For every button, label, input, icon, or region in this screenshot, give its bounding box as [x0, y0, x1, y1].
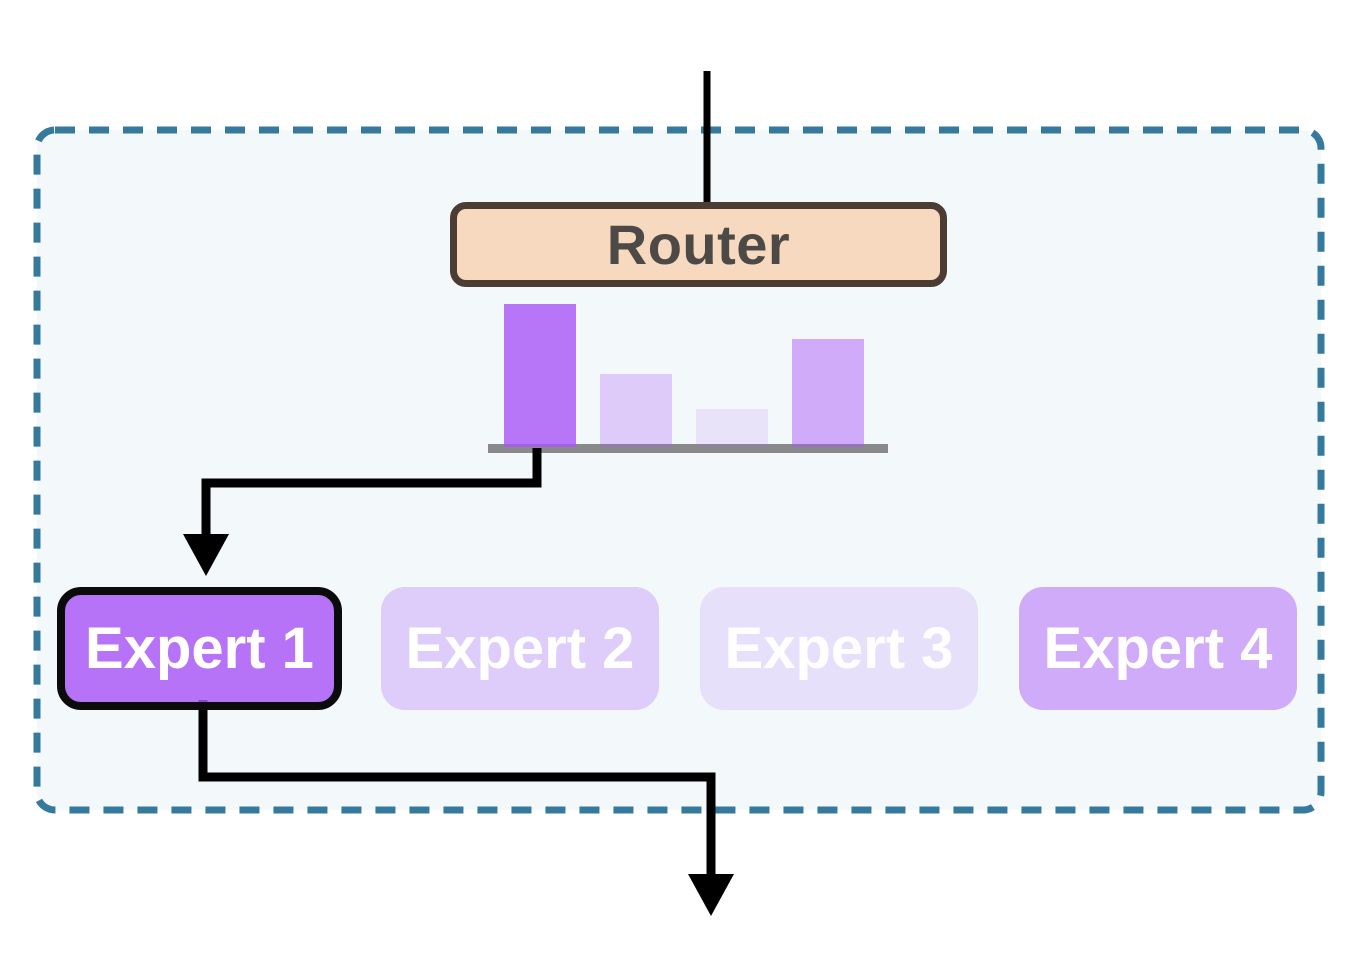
- gate-bar-expert-4: [792, 339, 864, 447]
- moe-dashed-container: [33, 126, 1325, 814]
- gate-bar-expert-3: [696, 409, 768, 447]
- expert-4-box: Expert 4: [1019, 587, 1297, 710]
- gate-to-expert-1-arrowhead: [183, 534, 229, 576]
- expert-1-to-output-arrowhead: [688, 874, 734, 916]
- expert-3-label: Expert 3: [724, 616, 954, 681]
- gate-to-expert-1-arrow: [201, 448, 542, 536]
- expert-1-label: Expert 1: [85, 616, 314, 681]
- gate-bar-expert-2: [600, 374, 672, 447]
- router-label: Router: [606, 213, 791, 276]
- expert-2-box: Expert 2: [381, 587, 659, 710]
- expert-4-label: Expert 4: [1043, 616, 1273, 681]
- expert-1-box: Expert 1: [57, 587, 342, 710]
- router-box: Router: [450, 202, 947, 287]
- gate-chart-baseline: [488, 444, 888, 453]
- gate-bar-expert-1: [504, 304, 576, 447]
- expert-3-box: Expert 3: [700, 587, 978, 710]
- expert-2-label: Expert 2: [405, 616, 635, 681]
- expert-1-to-output-arrow: [198, 700, 716, 876]
